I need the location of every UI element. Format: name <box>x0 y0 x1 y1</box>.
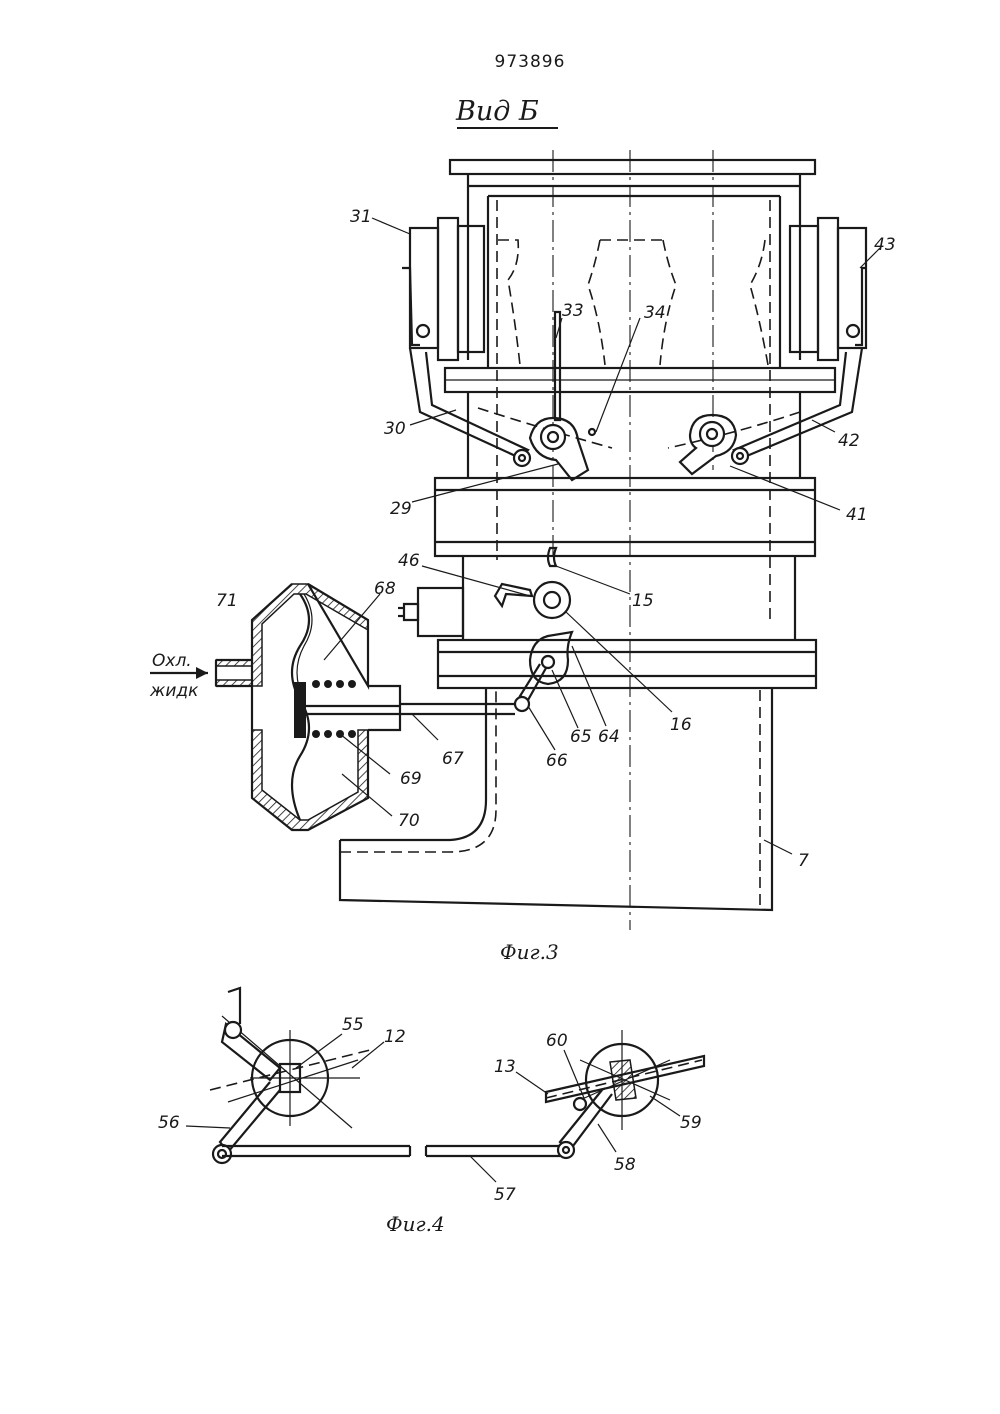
callout-55: 55 <box>342 1015 364 1035</box>
spring-69 <box>312 680 356 738</box>
callout-16: 16 <box>670 715 692 735</box>
left-lever-mechanism <box>210 988 410 1163</box>
callout-58: 58 <box>614 1155 636 1175</box>
callout-69: 69 <box>400 769 422 789</box>
callout-59: 59 <box>680 1113 702 1133</box>
callout-34: 34 <box>644 303 666 323</box>
callout-70: 70 <box>398 811 420 831</box>
figure-4-caption: Фиг.4 <box>386 1212 445 1236</box>
callouts-figure-3: 31 33 34 43 30 42 29 41 46 68 71 15 67 6… <box>216 207 896 871</box>
middle-band <box>435 478 815 640</box>
callout-13: 13 <box>494 1057 516 1077</box>
right-lever-42 <box>668 348 862 464</box>
rails <box>445 368 835 478</box>
lower-rails <box>438 640 816 688</box>
callout-29: 29 <box>390 499 412 519</box>
left-cam-29 <box>530 312 595 480</box>
right-magnet-43 <box>790 218 866 360</box>
figure-4: 55 12 60 13 56 59 58 57 <box>158 988 704 1205</box>
figure-3: 31 33 34 43 30 42 29 41 46 68 71 15 67 6… <box>149 150 896 930</box>
upper-body <box>450 160 815 620</box>
inlet-label-line2: жидк <box>149 681 199 701</box>
callout-41: 41 <box>846 505 868 525</box>
callout-15: 15 <box>632 591 654 611</box>
callout-65: 65 <box>570 727 592 747</box>
callout-64: 64 <box>598 727 620 747</box>
center-lines <box>553 150 713 930</box>
callout-31: 31 <box>350 207 372 227</box>
leader-lines <box>324 218 880 854</box>
figure-3-caption: Фиг.3 <box>500 940 559 964</box>
latch-assembly-46 <box>398 548 570 636</box>
callout-46: 46 <box>398 551 420 571</box>
callout-12: 12 <box>384 1027 406 1047</box>
right-cam-41 <box>680 415 736 474</box>
left-magnet-31 <box>402 218 484 360</box>
callout-68: 68 <box>374 579 396 599</box>
callout-60: 60 <box>546 1031 568 1051</box>
callout-7: 7 <box>798 851 809 871</box>
callout-43: 43 <box>874 235 896 255</box>
callout-71: 71 <box>216 591 238 611</box>
callout-66: 66 <box>546 751 568 771</box>
chute-7 <box>340 688 772 910</box>
callout-57: 57 <box>494 1185 516 1205</box>
callout-33: 33 <box>562 301 584 321</box>
callout-42: 42 <box>838 431 860 451</box>
callout-56: 56 <box>158 1113 180 1133</box>
inlet-label-line1: Охл. <box>152 651 192 671</box>
callout-67: 67 <box>442 749 464 769</box>
callout-30: 30 <box>384 419 406 439</box>
thermostat-housing <box>216 584 400 830</box>
